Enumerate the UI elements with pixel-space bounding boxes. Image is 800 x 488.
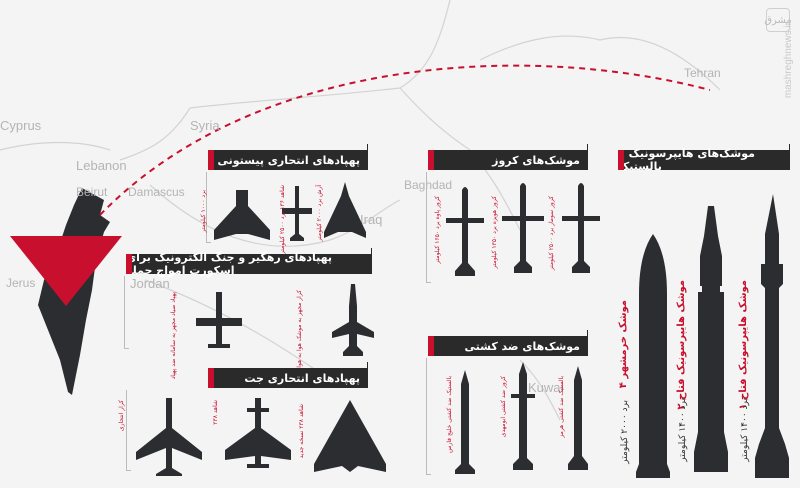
cruise-missiles-title: موشک‌های کروز — [492, 153, 580, 167]
map-label-baghdad: Baghdad — [404, 178, 453, 192]
map-label-iraq: Iraq — [360, 212, 383, 227]
missile-silhouette-5 — [511, 362, 535, 470]
map-label-cyprus: Cyprus — [0, 118, 42, 133]
piston-bracket — [206, 172, 211, 243]
jet-drone-3-label: شاهد ۲۳۸ نسخه جدید — [298, 404, 305, 459]
drone-silhouette-1 — [214, 190, 270, 240]
cruise-bracket — [426, 172, 431, 283]
map-label-syria: Syria — [190, 118, 220, 133]
map-label-kuwait: Kuwai — [528, 380, 564, 395]
target-triangle — [10, 236, 122, 306]
piston-drone-2-label: شاهد ۱۳۶ برد ۲۵۰۰ کیلومتر — [279, 185, 286, 255]
missile-silhouette-1 — [446, 187, 484, 276]
missile-trajectory — [99, 64, 711, 216]
escort-drone-1-label: پهپاد صیاد مجهز به سامانه ضد پهپاد — [170, 292, 177, 380]
cruise-missile-3-label: کروز سومار برد ۲۵۰۰ کیلومتر — [548, 196, 555, 271]
border-line-1 — [189, 0, 451, 109]
map-label-jordan: Jordan — [130, 276, 170, 291]
drone-silhouette-6 — [136, 398, 202, 476]
map-label-lebanon: Lebanon — [76, 158, 127, 173]
missile-silhouette-fattah2 — [694, 206, 728, 472]
hypersonic-missile-1-name: موشک خرمشهر ۴ — [618, 300, 629, 389]
hypersonic-missiles-header: موشک‌های هایپرسونیک و بالستیک — [618, 144, 790, 173]
antiship-missiles-header: موشک‌های ضد کشتی — [428, 330, 588, 356]
cruise-missile-2-label: کروز هویزه برد ۱۳۵۰ کیلومتر — [491, 196, 498, 269]
hypersonic-missile-3-name: موشک هایپرسونیک فتاح ۱ — [738, 280, 749, 410]
border-line-3 — [119, 107, 191, 161]
piston-drones-header: پهپادهای انتحاری پیستونی — [208, 144, 368, 170]
map-label-beirut: Beirut — [76, 185, 108, 199]
missile-silhouette-kh4 — [636, 234, 670, 478]
escort-bracket — [124, 276, 129, 349]
missile-silhouette-3 — [562, 183, 600, 273]
border-line-4 — [149, 184, 401, 247]
jet-drones-header: پهپادهای انتحاری جت — [208, 362, 368, 388]
drone-silhouette-4 — [196, 292, 242, 348]
hypersonic-missile-3-range: برد ۱۴۰۰ کیلومتر — [740, 398, 750, 462]
antiship-bracket — [426, 358, 431, 475]
antiship-missile-3-label: بالستیک ضد کشتی هرمز — [558, 376, 565, 438]
missile-silhouette-4 — [455, 370, 475, 474]
piston-drone-1-label: برد ۱۰۰۰ کیلومتر — [200, 190, 207, 233]
piston-drones-title: پهپادهای انتحاری پیستونی — [217, 153, 360, 167]
drone-silhouette-5 — [332, 284, 374, 356]
drone-silhouette-7 — [225, 398, 291, 468]
jet-bracket — [126, 390, 131, 471]
missile-silhouette-fattah1 — [755, 194, 789, 478]
antiship-missile-1-label: بالستیک ضد کشتی خلیج فارس — [446, 376, 453, 453]
news-logo: مشرق — [764, 8, 792, 32]
cruise-missiles-header: موشک‌های کروز — [428, 144, 588, 170]
missile-silhouette-2 — [502, 183, 544, 273]
border-line-7 — [519, 359, 561, 421]
hypersonic-missile-2-range: برد ۱۴۰۰ کیلومتر — [678, 398, 688, 462]
border-line-6 — [479, 35, 721, 91]
watermark-text: mashreghnews.ir — [783, 22, 794, 99]
drone-silhouette-8 — [314, 400, 386, 472]
hypersonic-missile-1-range: برد ۲۰۰۰ کیلومتر — [620, 400, 630, 464]
hypersonic-missiles-title: موشک‌های هایپرسونیک و بالستیک — [618, 147, 755, 173]
antiship-missile-2-label: کروز ضد کشتی ابومهدی — [500, 376, 507, 438]
antiship-missiles-title: موشک‌های ضد کشتی — [464, 339, 580, 353]
escort-drones-title: پهپادهای رهگیر و جنگ الکترونیک برای اسکو… — [126, 251, 333, 277]
jet-drone-1-label: کرار انتحاری — [118, 400, 125, 432]
escort-drone-2-label: کرار مجهز به موشک هوا به هوا — [296, 290, 303, 368]
drone-silhouette-3 — [324, 182, 366, 238]
cruise-missile-1-label: کروز پاوه برد ۱۶۵۰ کیلومتر — [434, 196, 441, 264]
map-label-damascus: Damascus — [128, 185, 185, 199]
jet-drone-2-label: شاهد ۲۳۸ — [212, 400, 219, 425]
map-label-jerusalem: Jerus — [6, 276, 36, 290]
piston-drone-3-label: آرش برد ۲۰۰۰ کیلومتر — [316, 185, 323, 242]
escort-drones-header: پهپادهای رهگیر و جنگ الکترونیک برای اسکو… — [126, 248, 372, 277]
drone-silhouette-2 — [282, 186, 312, 241]
border-line-8 — [0, 141, 111, 151]
map-label-tehran: Tehran — [684, 66, 721, 80]
hypersonic-missile-2-name: موشک هایپرسونیک فتاح ۲ — [676, 280, 687, 410]
missile-silhouette-6 — [568, 366, 588, 470]
jet-drones-title: پهپادهای انتحاری جت — [244, 371, 360, 385]
